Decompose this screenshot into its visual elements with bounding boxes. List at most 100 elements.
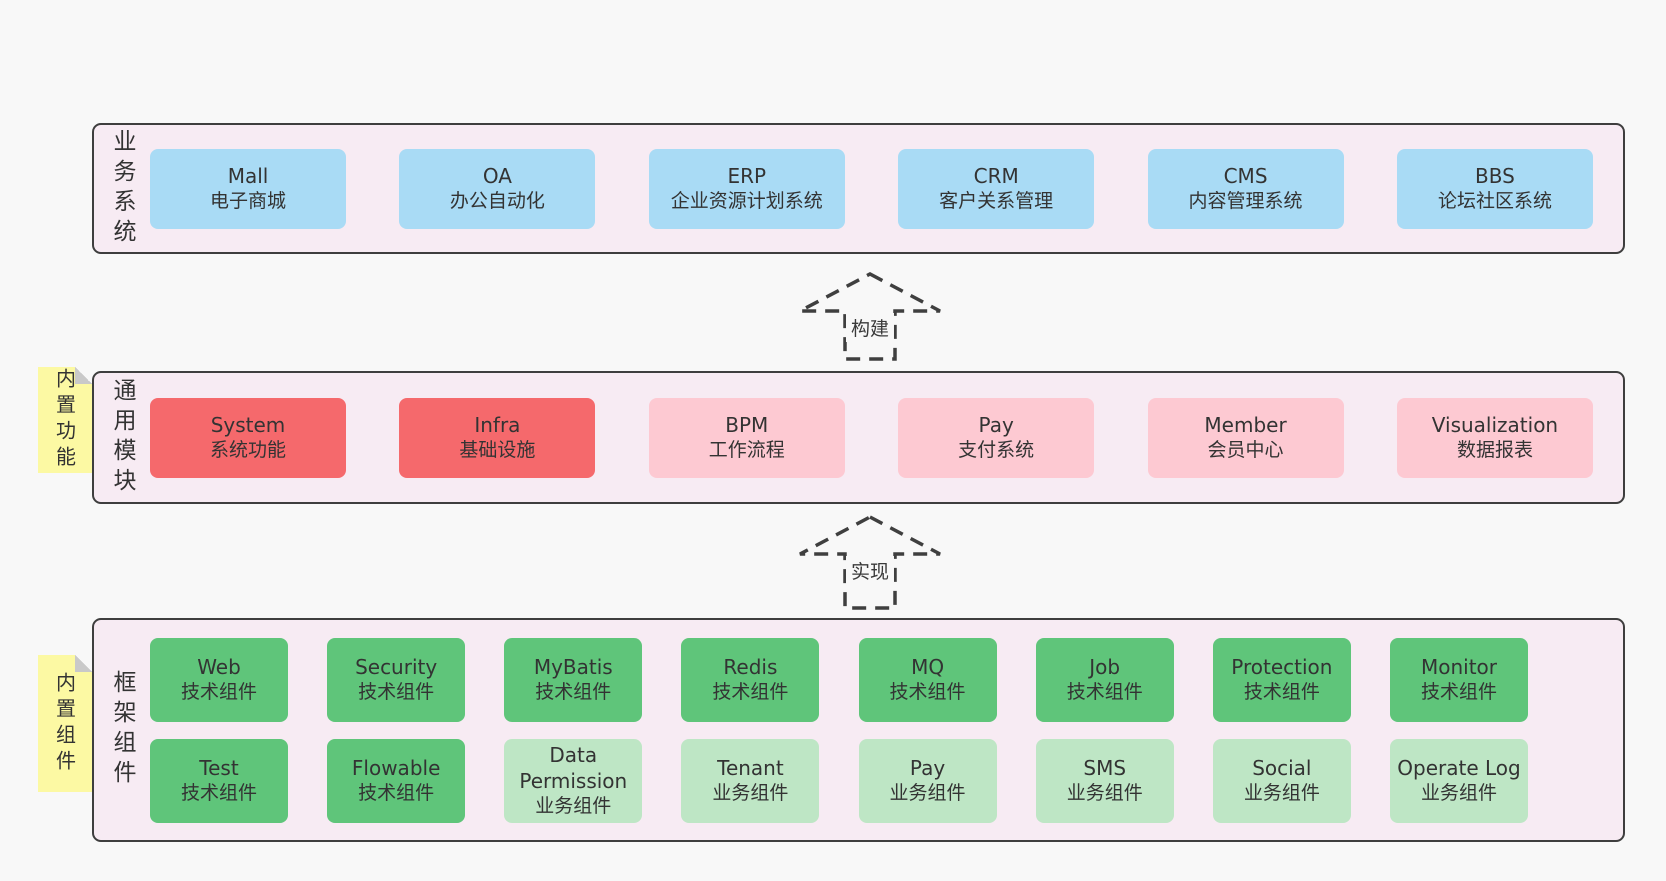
box-visualization: Visualization 数据报表 xyxy=(1396,397,1593,478)
box-oa: OA 办公自动化 xyxy=(399,148,596,229)
box-mq: MQ 技术组件 xyxy=(858,637,997,722)
box-title: Monitor xyxy=(1420,654,1497,679)
box-sms: SMS 业务组件 xyxy=(1035,738,1174,823)
box-subtitle: 工作流程 xyxy=(708,439,785,462)
box-subtitle: 技术组件 xyxy=(1243,681,1320,704)
box-infra: Infra 基础设施 xyxy=(399,397,596,478)
box-title: CMS xyxy=(1223,163,1268,188)
band-business-systems-label: 业务系统 xyxy=(109,128,135,249)
box-cms: CMS 内容管理系统 xyxy=(1147,148,1344,229)
box-member: Member 会员中心 xyxy=(1147,397,1344,478)
box-operate-log: Operate Log 业务组件 xyxy=(1389,738,1528,823)
box-security: Security 技术组件 xyxy=(327,637,466,722)
box-title: CRM xyxy=(973,163,1019,188)
box-protection: Protection 技术组件 xyxy=(1212,637,1351,722)
box-flowable: Flowable 技术组件 xyxy=(327,738,466,823)
box-title: Data Permission xyxy=(519,742,628,793)
box-subtitle: 业务组件 xyxy=(712,782,789,805)
component-row-1: Web 技术组件 Security 技术组件 MyBatis 技术组件 Redi… xyxy=(150,637,1528,722)
box-subtitle: 系统功能 xyxy=(209,439,286,462)
box-title: Flowable xyxy=(351,755,441,780)
box-bpm: BPM 工作流程 xyxy=(648,397,845,478)
box-title: Web xyxy=(197,654,241,679)
box-title: Test xyxy=(199,755,239,780)
box-subtitle: 技术组件 xyxy=(889,681,966,704)
box-tenant: Tenant 业务组件 xyxy=(681,738,820,823)
box-title: Member xyxy=(1204,412,1287,437)
box-title: BPM xyxy=(725,412,769,437)
box-subtitle: 技术组件 xyxy=(712,681,789,704)
box-subtitle: 业务组件 xyxy=(889,782,966,805)
box-subtitle: 业务组件 xyxy=(1420,782,1497,805)
box-title: Redis xyxy=(723,654,778,679)
box-web: Web 技术组件 xyxy=(150,637,288,722)
box-redis: Redis 技术组件 xyxy=(681,637,820,722)
band-business-systems: 业务系统 Mall 电子商城 OA 办公自动化 ERP 企业资源计划系统 CRM… xyxy=(92,123,1625,254)
box-subtitle: 业务组件 xyxy=(1243,782,1320,805)
box-subtitle: 办公自动化 xyxy=(449,190,545,213)
implement-arrow-label: 实现 xyxy=(845,556,895,585)
box-title: Social xyxy=(1252,755,1312,780)
band-framework-components-label: 框架组件 xyxy=(109,670,135,790)
box-subtitle: 技术组件 xyxy=(180,782,257,805)
box-monitor: Monitor 技术组件 xyxy=(1389,637,1528,722)
build-arrow-icon xyxy=(795,271,945,363)
box-title: Infra xyxy=(474,412,521,437)
sticky-note-built-in-components: 内置组件 xyxy=(38,655,92,792)
band-common-modules: 通用模块 System 系统功能 Infra 基础设施 BPM 工作流程 Pay… xyxy=(92,371,1625,504)
box-title: MQ xyxy=(911,654,945,679)
box-data-permission: Data Permission 业务组件 xyxy=(504,738,643,823)
box-title: ERP xyxy=(727,163,767,188)
box-title: BBS xyxy=(1475,163,1515,188)
box-test: Test 技术组件 xyxy=(150,738,288,823)
box-subtitle: 基础设施 xyxy=(459,439,536,462)
band-framework-components: 框架组件 Web 技术组件 Security 技术组件 MyBatis 技术组件… xyxy=(92,618,1625,842)
box-title: Pay xyxy=(978,412,1014,437)
box-subtitle: 会员中心 xyxy=(1207,439,1284,462)
box-pay-module: Pay 支付系统 xyxy=(898,397,1095,478)
sticky-note-text: 内置组件 xyxy=(52,671,77,776)
box-subtitle: 技术组件 xyxy=(535,681,612,704)
box-title: Visualization xyxy=(1431,412,1559,437)
box-mybatis: MyBatis 技术组件 xyxy=(504,637,643,722)
box-subtitle: 论坛社区系统 xyxy=(1437,190,1552,213)
box-title: System xyxy=(210,412,286,437)
box-subtitle: 技术组件 xyxy=(180,681,257,704)
box-title: Security xyxy=(355,654,438,679)
component-row-2: Test 技术组件 Flowable 技术组件 Data Permission … xyxy=(150,738,1528,823)
box-title: Job xyxy=(1089,654,1121,679)
box-subtitle: 内容管理系统 xyxy=(1188,190,1303,213)
box-erp: ERP 企业资源计划系统 xyxy=(648,148,845,229)
box-subtitle: 技术组件 xyxy=(358,782,435,805)
box-bbs: BBS 论坛社区系统 xyxy=(1396,148,1593,229)
box-title: SMS xyxy=(1083,755,1127,780)
box-title: Protection xyxy=(1231,654,1333,679)
box-subtitle: 业务组件 xyxy=(1066,782,1143,805)
box-subtitle: 企业资源计划系统 xyxy=(670,190,823,213)
box-subtitle: 客户关系管理 xyxy=(939,190,1054,213)
box-system: System 系统功能 xyxy=(150,397,346,478)
box-job: Job 技术组件 xyxy=(1035,637,1174,722)
component-rows: Web 技术组件 Security 技术组件 MyBatis 技术组件 Redi… xyxy=(150,637,1623,823)
box-title: Mall xyxy=(227,163,269,188)
box-title: Operate Log xyxy=(1397,755,1521,780)
business-boxes-row: Mall 电子商城 OA 办公自动化 ERP 企业资源计划系统 CRM 客户关系… xyxy=(150,148,1623,229)
box-subtitle: 支付系统 xyxy=(958,439,1035,462)
box-subtitle: 业务组件 xyxy=(535,795,612,818)
box-subtitle: 技术组件 xyxy=(1066,681,1143,704)
box-subtitle: 电子商城 xyxy=(209,190,286,213)
box-title: MyBatis xyxy=(533,654,613,679)
box-title: Pay xyxy=(909,755,946,780)
box-subtitle: 技术组件 xyxy=(1420,681,1497,704)
band-common-modules-label: 通用模块 xyxy=(109,377,135,498)
module-boxes-row: System 系统功能 Infra 基础设施 BPM 工作流程 Pay 支付系统… xyxy=(150,397,1623,478)
box-social: Social 业务组件 xyxy=(1212,738,1351,823)
box-title: OA xyxy=(482,163,512,188)
sticky-note-built-in-features: 内置功能 xyxy=(38,367,92,473)
box-pay-component: Pay 业务组件 xyxy=(858,738,997,823)
build-arrow-label: 构建 xyxy=(845,313,895,342)
box-crm: CRM 客户关系管理 xyxy=(898,148,1095,229)
box-subtitle: 数据报表 xyxy=(1456,439,1533,462)
box-subtitle: 技术组件 xyxy=(358,681,435,704)
sticky-note-text: 内置功能 xyxy=(52,368,77,472)
